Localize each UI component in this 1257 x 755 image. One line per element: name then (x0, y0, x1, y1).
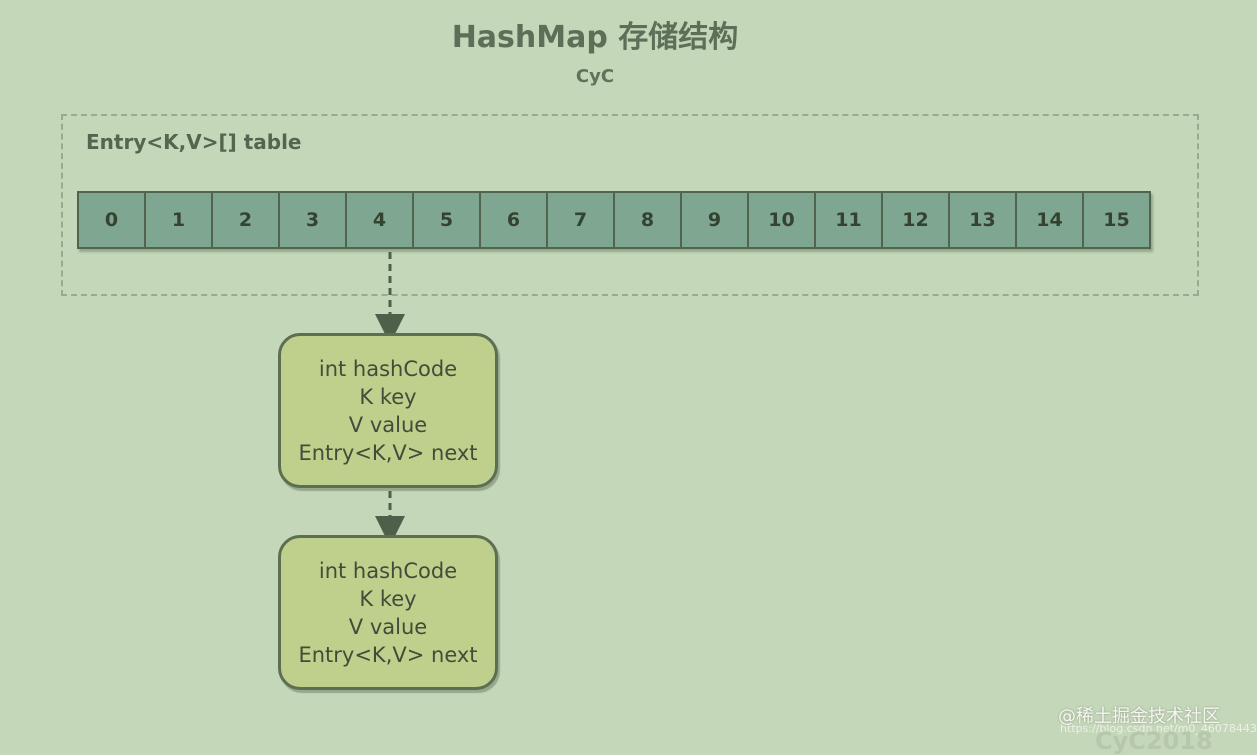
bucket-cell-11: 11 (814, 191, 883, 249)
bucket-cell-12: 12 (881, 191, 950, 249)
bucket-cell-1: 1 (144, 191, 213, 249)
watermark-author: CyC2018 (1095, 727, 1213, 755)
watermark-site: @稀土掘金技术社区 (1058, 706, 1220, 727)
diagram-subtitle: CyC (575, 66, 615, 87)
bucket-cell-14: 14 (1015, 191, 1084, 249)
bucket-cell-5: 5 (412, 191, 481, 249)
entry-field-hashcode: int hashCode (318, 558, 458, 583)
table-label: Entry<K,V>[] table (86, 130, 302, 154)
bucket-cell-9: 9 (680, 191, 749, 249)
bucket-cell-15: 15 (1082, 191, 1151, 249)
diagram-title: HashMap 存储结构 (451, 20, 739, 55)
watermark-url: https://blog.csdn.net/m0_46078443 (1060, 722, 1257, 735)
bucket-cell-7: 7 (546, 191, 615, 249)
entry-field-hashcode: int hashCode (318, 356, 458, 381)
entry-field-next: Entry<K,V> next (298, 642, 478, 667)
bucket-array: 0 1 2 3 4 5 6 7 8 9 10 11 12 13 14 15 (77, 191, 1151, 249)
entry-field-value: V value (348, 614, 428, 639)
table-group-boundary (61, 114, 1199, 296)
entry-node-2: int hashCode K key V value Entry<K,V> ne… (278, 535, 498, 690)
entry-field-value: V value (348, 412, 428, 437)
connectors (375, 252, 405, 546)
entry-field-key: K key (359, 384, 417, 409)
entry-node-1: int hashCode K key V value Entry<K,V> ne… (278, 333, 498, 488)
entry-field-next: Entry<K,V> next (298, 440, 478, 465)
entry-field-key: K key (359, 586, 417, 611)
bucket-cell-6: 6 (479, 191, 548, 249)
